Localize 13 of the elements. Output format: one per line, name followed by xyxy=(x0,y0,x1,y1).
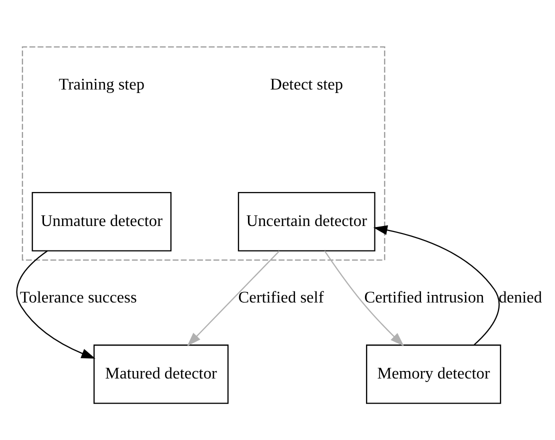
edge-label: Certified intrusion xyxy=(364,286,484,306)
node-box: Memory detector xyxy=(366,344,502,404)
edge-label: Tolerance success xyxy=(20,286,137,306)
node-box: Uncertain detector xyxy=(238,191,376,251)
edge-label: Certified self xyxy=(238,286,324,306)
label: Training step xyxy=(58,74,145,94)
node-box: Matured detector xyxy=(94,344,229,404)
arrow xyxy=(373,224,500,345)
arrow xyxy=(324,250,404,346)
label: Detect step xyxy=(270,74,344,94)
cluster xyxy=(22,46,386,260)
edge-label: denied xyxy=(498,286,542,306)
node-box: Unmature detector xyxy=(32,191,172,251)
